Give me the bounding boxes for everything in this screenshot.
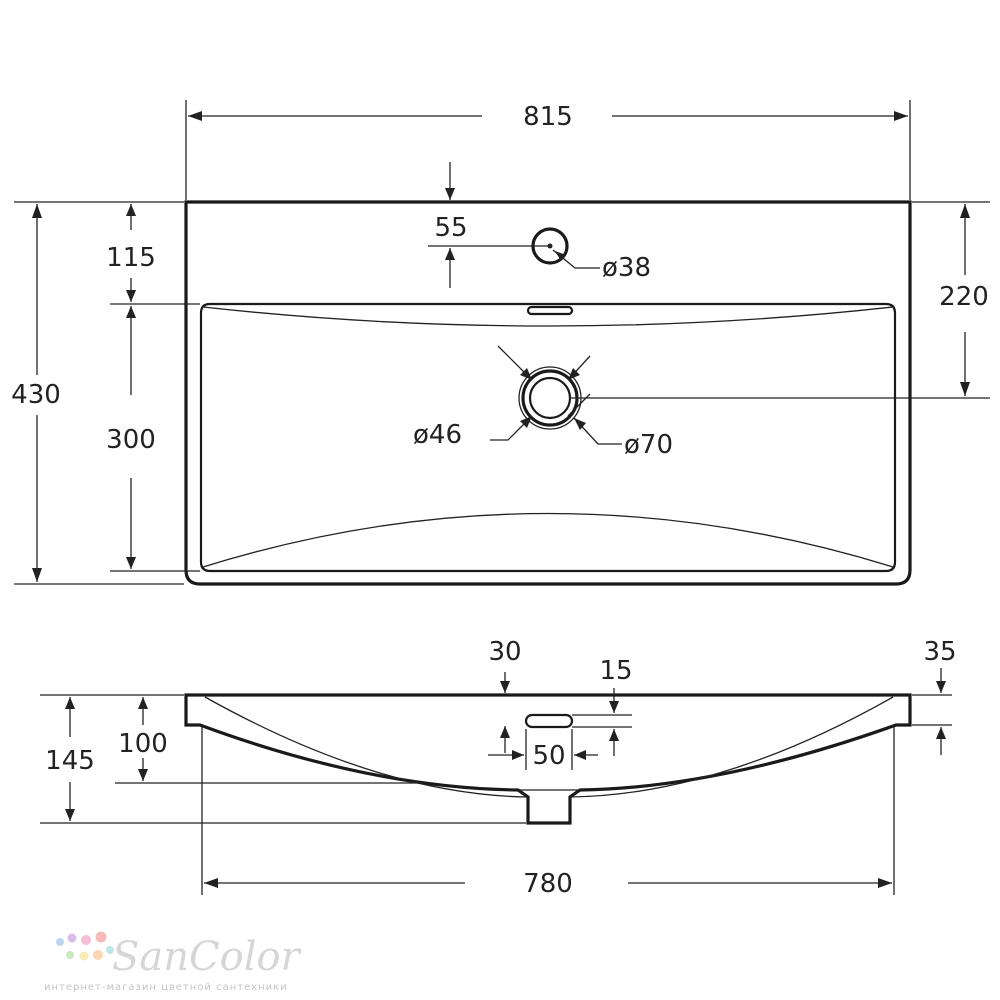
side-profile <box>184 693 912 825</box>
rim-offset-arrow <box>500 681 510 693</box>
depth-arrow-top <box>32 204 42 218</box>
drain-outer-dia-label: ø70 <box>624 430 673 460</box>
rim-thick-arrow-a <box>936 681 946 693</box>
drain-position-label: 220 <box>939 282 989 312</box>
drain-pos-arrow-bottom <box>960 382 970 396</box>
overflow-height-arrow-b <box>609 729 619 741</box>
overflow-slot <box>526 305 574 316</box>
side-view: 30 15 35 50 145 <box>40 637 957 899</box>
offset-arrow-bottom <box>126 290 136 302</box>
bowl-height-label: 100 <box>118 729 168 759</box>
bowl-height-arrow-top <box>138 697 148 709</box>
brand-logo: SanColor интернет-магазин цветной сантех… <box>44 931 303 993</box>
rim-thick-arrow-b <box>936 727 946 739</box>
basin-outline <box>184 200 912 586</box>
faucet-offset-label: 115 <box>106 243 156 273</box>
logo-dot-pink <box>81 935 91 945</box>
drain-inner-arrow-c <box>568 368 580 380</box>
rim-offset-label: 30 <box>488 637 521 667</box>
inner-width-arrow-left <box>204 878 218 888</box>
overflow-width-tick-arrow <box>500 726 510 738</box>
drain-inner-leader-b <box>567 393 591 417</box>
depth-label: 430 <box>11 380 61 410</box>
hole-offset-label: 55 <box>434 213 467 243</box>
bowl-outline <box>199 302 897 573</box>
width-arrow-right <box>894 111 908 121</box>
bowl-arrow-top <box>126 306 136 318</box>
drain-inner <box>528 376 572 420</box>
inner-width-label: 780 <box>523 869 573 899</box>
logo-dot-cyan <box>106 946 114 954</box>
offset-arrow-top <box>126 204 136 216</box>
logo-dot-orange <box>93 950 103 960</box>
depth-arrow-bottom <box>32 568 42 582</box>
total-height-arrow-bottom <box>65 809 75 821</box>
width-arrow-left <box>188 111 202 121</box>
bowl-lower-curve <box>202 512 894 568</box>
width-label: 815 <box>523 102 573 132</box>
overflow-width-arrow-right <box>574 750 586 760</box>
drain-pos-arrow-top <box>960 204 970 218</box>
logo-dot-purple <box>67 933 77 943</box>
overflow-width-label: 50 <box>532 741 565 771</box>
drain-inner-arrow-a <box>520 368 532 380</box>
total-height-arrow-top <box>65 697 75 709</box>
overflow-width-arrow-left <box>512 750 524 760</box>
drain-inner-arrow-d <box>520 416 532 428</box>
overflow-height-label: 15 <box>599 656 632 686</box>
logo-dot-green <box>66 951 74 959</box>
hole-offset-arrow-b <box>445 248 455 260</box>
bowl-height-arrow-bottom <box>138 769 148 781</box>
faucet-hole-dia-label: ø38 <box>602 253 651 283</box>
bowl-depth-label: 300 <box>106 425 156 455</box>
top-view: 815 430 115 300 220 <box>11 100 990 586</box>
faucet-dia-arrow <box>555 251 566 261</box>
rim-thickness-label: 35 <box>923 637 956 667</box>
bowl-upper-curve <box>202 306 894 327</box>
drain-inner-dia-label: ø46 <box>413 420 462 450</box>
logo-dot-blue <box>56 938 64 946</box>
logo-dot-red <box>95 931 107 943</box>
logo-dot-yellow <box>79 951 89 961</box>
total-height-label: 145 <box>45 746 95 776</box>
side-inner-curve <box>204 696 894 798</box>
inner-width-arrow-right <box>878 878 892 888</box>
faucet-hole-center <box>547 243 553 249</box>
hole-offset-arrow-a <box>445 188 455 200</box>
side-overflow-slot <box>524 713 574 729</box>
brand-name: SanColor <box>112 934 303 980</box>
bowl-arrow-bottom <box>126 557 136 569</box>
overflow-height-arrow-a <box>609 701 619 713</box>
brand-tagline: интернет-магазин цветной сантехники <box>44 982 288 993</box>
drain-outer-arrow <box>574 418 586 430</box>
